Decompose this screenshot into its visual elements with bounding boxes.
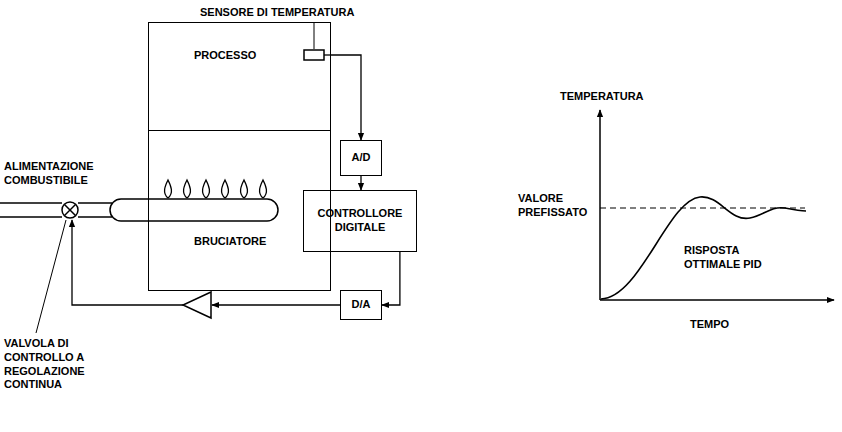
text-label: ALIMENTAZIONE COMBUSTIBILE — [4, 160, 104, 188]
temperature-sensor — [304, 50, 324, 60]
ad-converter: A/D — [340, 140, 382, 176]
text-label: TEMPO — [690, 318, 750, 332]
signal-connector — [360, 176, 361, 190]
graph-axes — [600, 110, 834, 300]
text-label: SENSORE DI TEMPERATURA — [200, 6, 370, 20]
node-label: BRUCIATORE — [194, 235, 326, 249]
leader-line — [314, 22, 315, 49]
burner-tube — [110, 199, 278, 221]
signal-wire — [72, 220, 183, 305]
fuel-pipe — [0, 203, 112, 217]
node-label: CONTROLLORE DIGITALE — [308, 207, 412, 235]
text-label: TEMPERATURA — [560, 90, 660, 104]
node-label: D/A — [352, 298, 371, 312]
signal-connector — [331, 55, 361, 140]
da-converter: D/A — [340, 290, 382, 320]
text-label: VALVOLA DI CONTROLLO A REGOLAZIONE CONTI… — [4, 337, 104, 392]
signal-connector — [382, 252, 400, 305]
signal-wire — [212, 304, 340, 305]
burner-flames — [165, 180, 267, 198]
node-label: A/D — [352, 151, 371, 165]
text-label: VALORE PREFISSATO — [518, 192, 598, 220]
text-label: RISPOSTA OTTIMALE PID — [684, 244, 784, 272]
leader-line — [36, 220, 66, 333]
amplifier-symbol — [183, 292, 211, 318]
response-curve — [601, 197, 806, 299]
node-label: PROCESSO — [194, 49, 326, 63]
digital-controller: CONTROLLORE DIGITALE — [303, 190, 417, 252]
signal-wire — [324, 54, 330, 55]
process-box: PROCESSO — [148, 22, 331, 131]
control-valve — [62, 202, 78, 218]
